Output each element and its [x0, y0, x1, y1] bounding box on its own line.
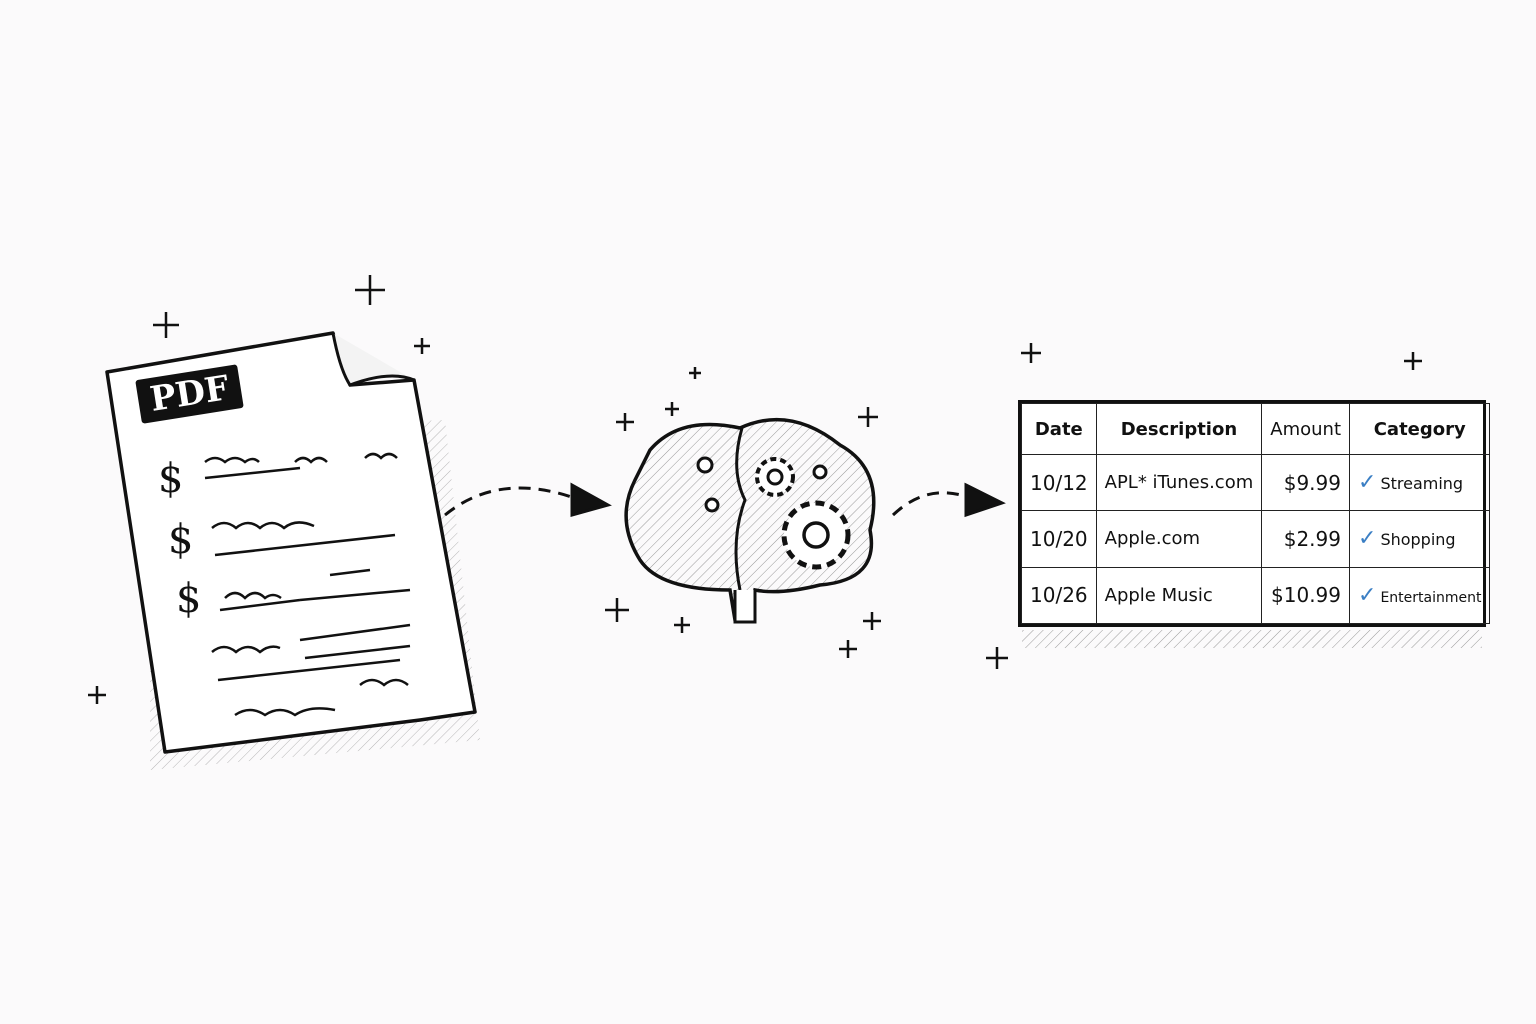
cell-category: ✓Shopping — [1348, 510, 1491, 568]
cell-description: Apple.com — [1095, 510, 1263, 568]
table-row: 10/26 Apple Music $10.99 ✓Entertainment — [1021, 566, 1491, 625]
brain-with-gears-icon — [624, 417, 876, 624]
check-icon: ✓ — [1358, 526, 1377, 552]
category-label: Shopping — [1380, 530, 1456, 550]
header-date: Date — [1021, 403, 1097, 455]
header-amount: Amount — [1261, 403, 1350, 455]
pdf-document-icon: $ $ $ — [105, 331, 480, 770]
svg-text:$: $ — [168, 517, 193, 563]
svg-text:$: $ — [176, 576, 201, 622]
header-description: Description — [1095, 403, 1263, 455]
cell-category: ✓Streaming — [1348, 453, 1491, 512]
arrow-icon — [444, 482, 612, 517]
cell-date: 10/20 — [1021, 510, 1097, 568]
category-label: Streaming — [1380, 474, 1464, 494]
category-label: Entertainment — [1380, 589, 1482, 606]
cell-category: ✓Entertainment — [1348, 566, 1491, 625]
transactions-table: Date Description Amount Category 10/12 A… — [1018, 400, 1491, 627]
table-row: 10/12 APL* iTunes.com $9.99 ✓Streaming — [1021, 453, 1491, 512]
check-icon: ✓ — [1358, 470, 1377, 496]
table-row: 10/20 Apple.com $2.99 ✓Shopping — [1021, 510, 1491, 568]
table-shadow — [1022, 630, 1482, 648]
cell-description: APL* iTunes.com — [1095, 453, 1263, 512]
arrow-icon — [891, 482, 1006, 518]
table-header-row: Date Description Amount Category — [1021, 403, 1491, 455]
cell-date: 10/12 — [1021, 453, 1097, 512]
check-icon: ✓ — [1358, 582, 1377, 608]
cell-description: Apple Music — [1095, 566, 1263, 625]
cell-date: 10/26 — [1021, 566, 1097, 625]
header-category: Category — [1348, 403, 1491, 455]
sparkle-icon — [88, 275, 1422, 704]
cell-amount: $2.99 — [1261, 510, 1350, 568]
svg-text:$: $ — [158, 456, 183, 502]
cell-amount: $9.99 — [1261, 453, 1350, 512]
cell-amount: $10.99 — [1261, 566, 1350, 625]
